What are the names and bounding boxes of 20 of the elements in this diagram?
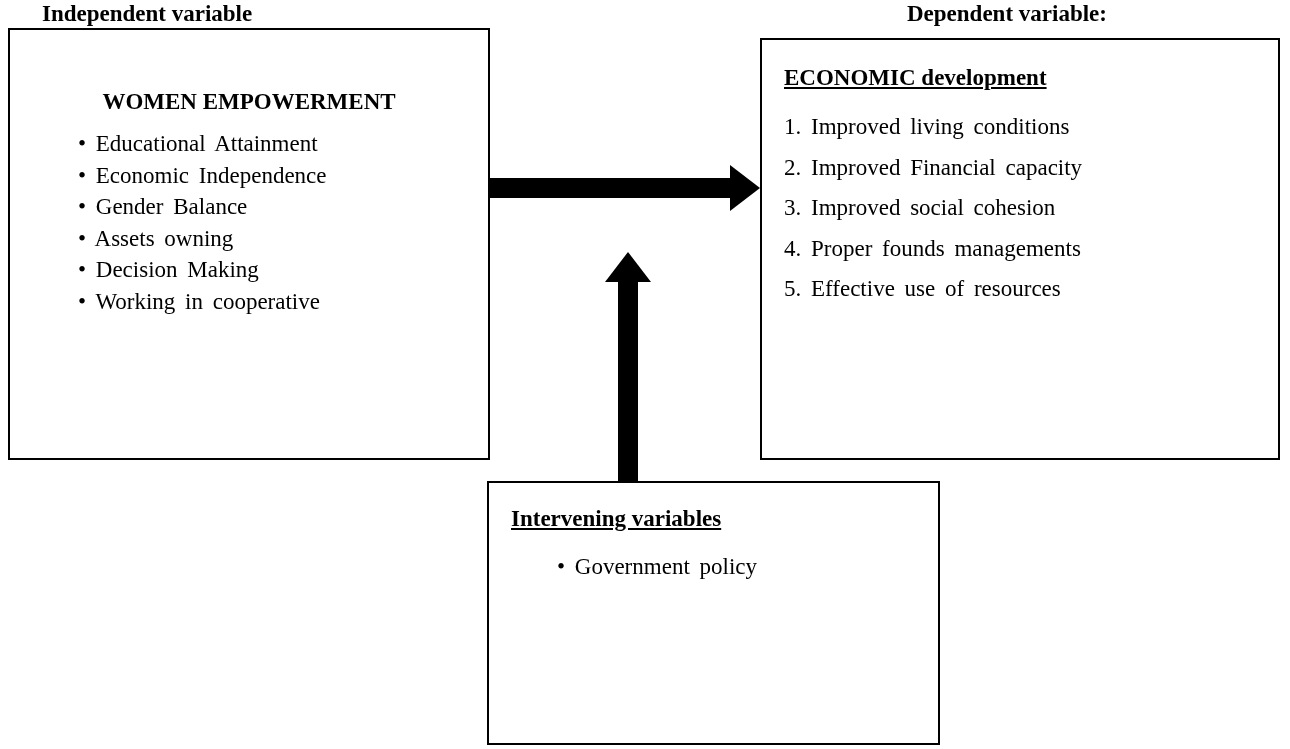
list-item: 5. Effective use of resources xyxy=(784,275,1061,303)
box-title: WOMEN EMPOWERMENT xyxy=(102,88,396,116)
box-title: ECONOMIC development xyxy=(784,64,1047,92)
list-item: 1. Improved living conditions xyxy=(784,113,1070,141)
box-heading: Dependent variable: xyxy=(907,0,1107,28)
list-item: • Gender Balance xyxy=(78,193,248,221)
list-item: • Economic Independence xyxy=(78,161,327,190)
box-heading: Independent variable xyxy=(42,0,253,28)
list-item: • Educational Attainment xyxy=(78,130,318,158)
list-item: 3. Improved social cohesion xyxy=(784,194,1056,222)
arrow xyxy=(490,165,760,211)
arrow xyxy=(605,252,651,481)
list-item: • Assets owning xyxy=(78,224,234,253)
list-item: • Working in cooperative xyxy=(78,287,320,316)
list-item: • Government policy xyxy=(557,553,757,581)
list-item: 4. Proper founds managements xyxy=(784,234,1081,263)
list-item: • Decision Making xyxy=(78,256,259,284)
variable-box xyxy=(487,481,940,745)
list-item: 2. Improved Financial capacity xyxy=(784,153,1083,182)
box-title: Intervening variables xyxy=(511,505,722,533)
